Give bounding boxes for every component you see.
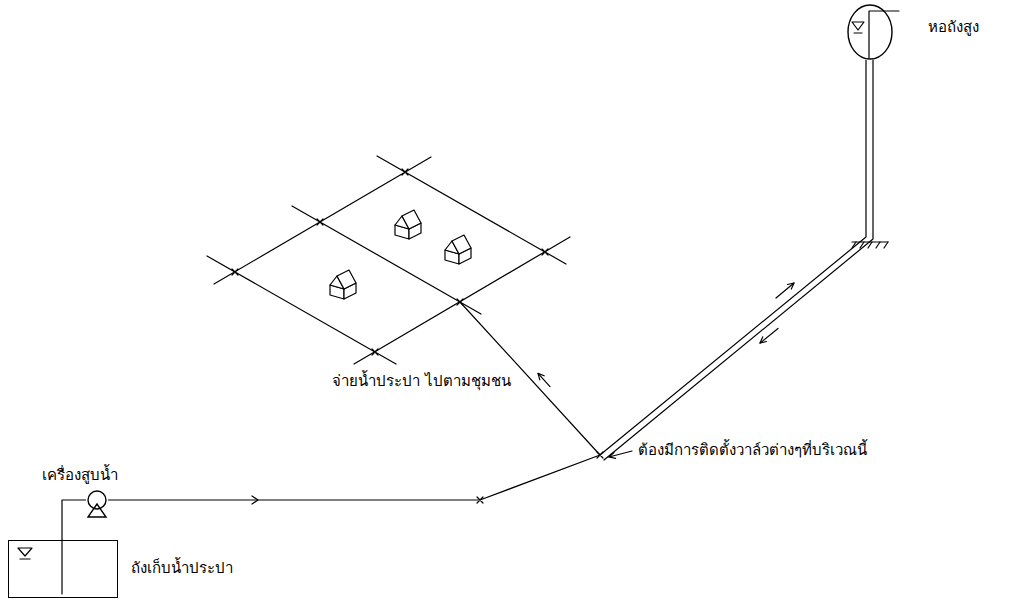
annotation-text: จ่ายน้ำประปา ไปตามชุมชน (330, 372, 513, 391)
node-label: ถังเก็บน้ำประปา (129, 559, 235, 578)
community-grid (207, 256, 396, 364)
tank-details (20, 558, 30, 559)
flow-arrows (538, 373, 544, 379)
house-icon (330, 210, 471, 299)
community-grid (372, 349, 378, 355)
ground-support (852, 241, 888, 242)
pump-base (88, 504, 106, 517)
flow-arrows (788, 283, 795, 289)
community-grid (232, 269, 238, 275)
community-grid (214, 157, 431, 284)
pipe-connector (62, 500, 86, 540)
double-pipe (604, 60, 873, 460)
tank-details (61, 540, 62, 594)
leader-line (609, 451, 632, 458)
community-grid (542, 249, 548, 255)
tank-outline (848, 5, 892, 59)
pump-symbol: เครื่องสูบน้ำ (86, 490, 108, 518)
community-grid (457, 299, 463, 305)
node-label: เครื่องสูบน้ำ (40, 466, 120, 485)
node-label: หอถังสูง (926, 18, 981, 37)
community-grid (317, 219, 323, 225)
annotation-text: ต้องมีการติดตั้งวาล์วต่างๆที่บริเวณนี้ (636, 441, 869, 460)
leader-line (609, 453, 616, 459)
tank-details (18, 548, 32, 556)
flow-arrows (776, 283, 794, 298)
pipe-fittings (252, 452, 603, 504)
pump-symbol-outline (86, 490, 108, 518)
elevated-tank: หอถังสูง (846, 4, 894, 60)
flow-arrows (760, 329, 778, 344)
house-icon (452, 235, 471, 254)
tower-tank-details (869, 11, 899, 58)
tower-tank-details (854, 32, 862, 33)
flow-arrows (538, 373, 550, 386)
flow-arrows (760, 337, 767, 343)
community-grid (207, 156, 570, 364)
elevated-tank-outline (846, 4, 894, 60)
house-icon (337, 270, 356, 289)
tank-details (18, 540, 62, 594)
tower-tank-details (852, 22, 864, 30)
community-grid (292, 206, 481, 314)
pump-circle (88, 491, 106, 509)
ground-support (852, 242, 888, 248)
house-icon (402, 210, 421, 229)
community-grid (377, 156, 566, 264)
flow-arrows (538, 283, 794, 387)
community-grid (402, 169, 408, 175)
pipe-connector (108, 60, 866, 500)
storage-tank: ถังเก็บน้ำประปา (8, 540, 118, 598)
double-pipe (604, 60, 873, 460)
ground-support (852, 242, 888, 248)
community-grid (354, 237, 570, 364)
